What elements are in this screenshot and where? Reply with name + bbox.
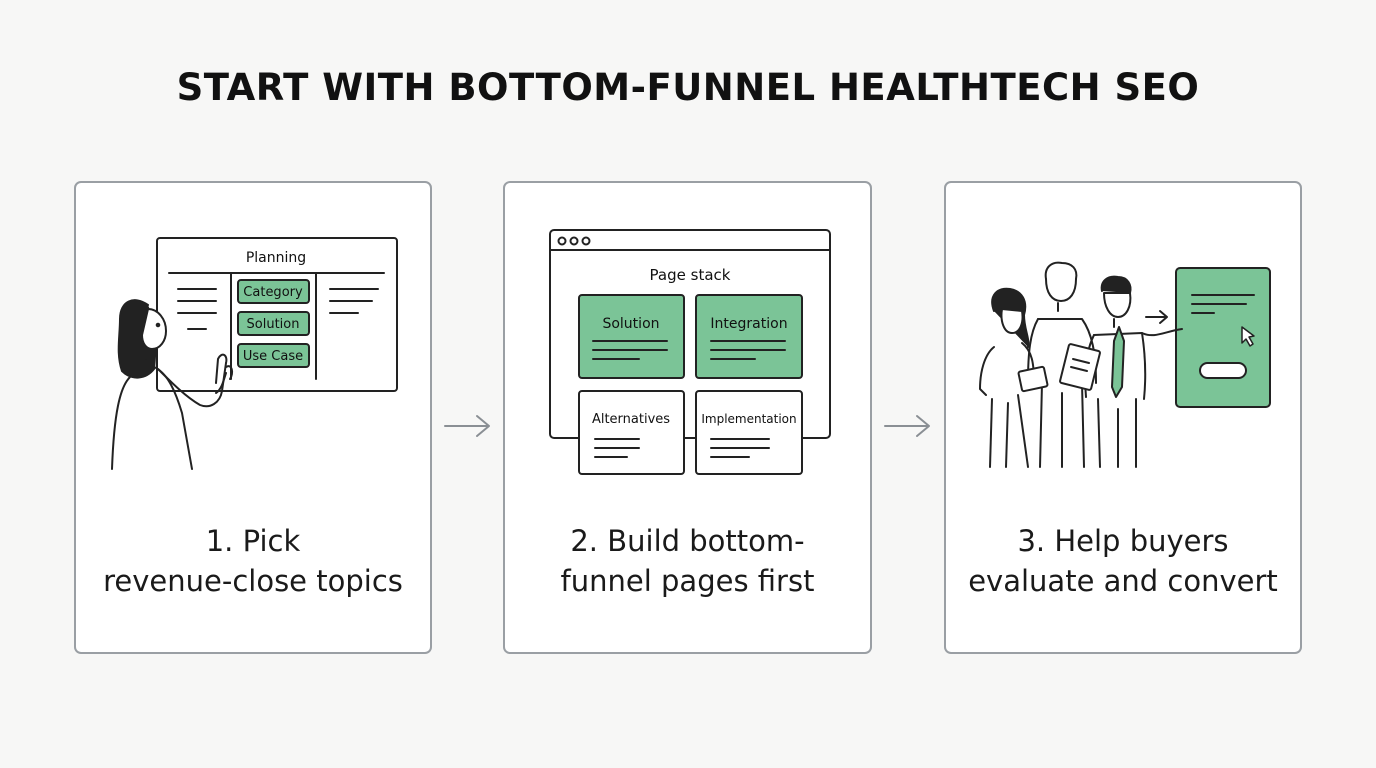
tag-use-case-label: Use Case xyxy=(243,349,303,364)
step-caption-2: 2. Build bottom- funnel pages first xyxy=(560,524,815,598)
step-caption-1: 1. Pick revenue-close topics xyxy=(103,524,403,598)
board-title: Planning xyxy=(246,250,306,266)
buyer-woman-icon xyxy=(979,287,1049,468)
window-title: Page stack xyxy=(650,266,731,284)
step-card-2: Page stack Solution Integration Altern xyxy=(503,181,872,654)
phone-screen-icon xyxy=(1175,267,1271,408)
window-dot-icon xyxy=(569,236,579,246)
step-caption-3: 3. Help buyers evaluate and convert xyxy=(968,524,1278,598)
person-pointing-at-board-icon xyxy=(111,299,234,470)
tag-list: Category Solution Use Case xyxy=(237,279,310,368)
window-dot-icon xyxy=(581,236,591,246)
window-dot-icon xyxy=(557,236,567,246)
page-title: START WITH BOTTOM-FUNNEL HEALTHTECH SEO xyxy=(176,66,1200,109)
page-card-implementation: Implementation xyxy=(695,390,803,475)
tag-use-case xyxy=(237,343,310,368)
tag-category-label: Category xyxy=(243,285,303,300)
clipboard-icon xyxy=(1059,343,1101,391)
page-stack-illustration: Page stack Solution Integration Altern xyxy=(549,229,831,475)
page-card-alternatives: Alternatives xyxy=(578,390,685,475)
step-card-3: 3. Help buyers evaluate and convert xyxy=(944,181,1302,654)
page-card-solution: Solution xyxy=(578,294,685,379)
buyers-group-with-phone-icon xyxy=(979,261,1271,468)
right-arrow-icon xyxy=(444,415,490,437)
buyer-man-front-icon xyxy=(1059,275,1183,468)
svg-text:Alternatives: Alternatives xyxy=(592,412,670,427)
planning-board-illustration: Category Solution Use Case Planning xyxy=(111,237,398,470)
right-arrow-icon xyxy=(884,415,930,437)
page-card-integration: Integration xyxy=(695,294,803,379)
browser-window-icon xyxy=(549,229,831,439)
tag-solution xyxy=(237,311,310,336)
svg-text:Solution: Solution xyxy=(602,316,659,332)
cursor-icon xyxy=(1241,326,1255,347)
step-card-1: Category Solution Use Case Planning xyxy=(74,181,432,654)
cta-button-shape xyxy=(1199,362,1247,379)
svg-text:Integration: Integration xyxy=(710,316,787,332)
tag-solution-label: Solution xyxy=(247,317,300,332)
small-arrow-icon xyxy=(1145,310,1168,324)
tag-category xyxy=(237,279,310,304)
svg-text:Implementation: Implementation xyxy=(701,412,796,426)
